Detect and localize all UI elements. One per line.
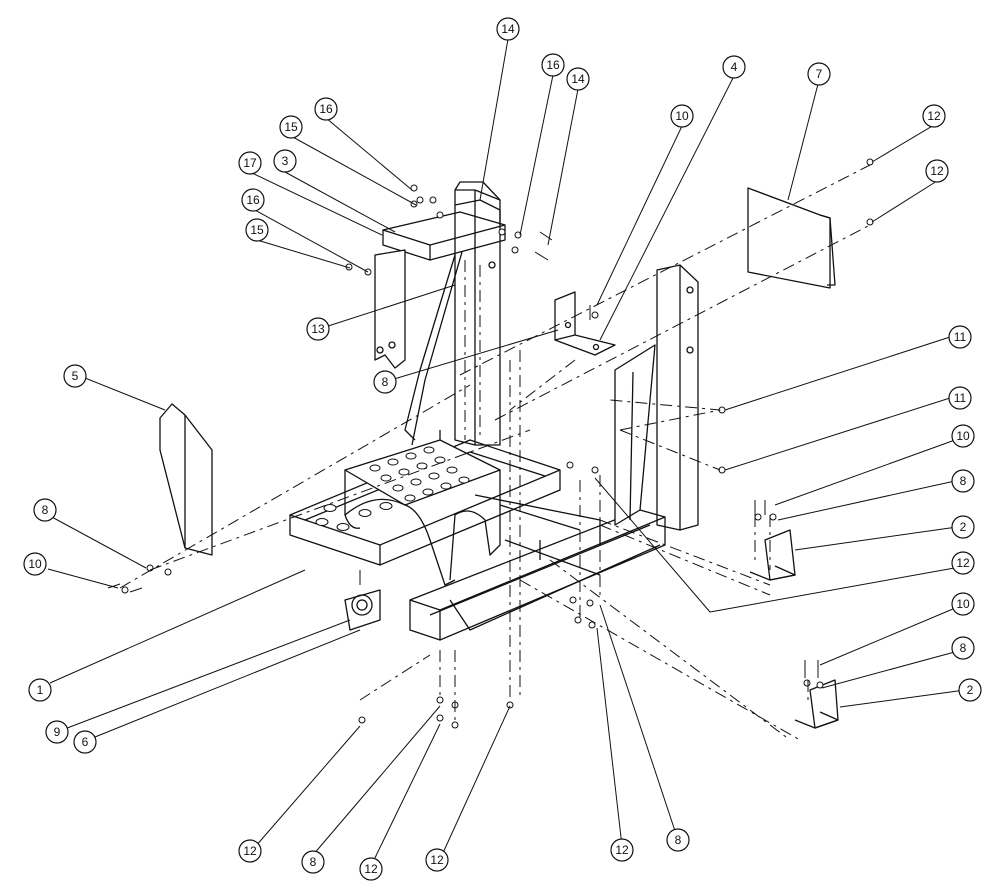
front-rail (409, 509, 666, 641)
leader-lines (47, 38, 966, 867)
callout-label-9: 9 (54, 725, 61, 739)
callout-circle-10c (23, 552, 47, 576)
callout-label-12a: 12 (927, 109, 941, 123)
callout-circle-11a (948, 325, 972, 349)
callout-circle-1 (28, 678, 52, 702)
panel-7 (747, 187, 836, 289)
callout-label-8b: 8 (960, 474, 967, 488)
callout-label-10c: 10 (28, 557, 42, 571)
callout-label-12e: 12 (364, 862, 378, 876)
callout-circle-8c (33, 498, 57, 522)
callout-label-10d: 10 (956, 597, 970, 611)
callout-circle-14b (566, 67, 590, 91)
bracket-2-upper (749, 529, 796, 581)
top-bracket (374, 199, 506, 446)
callout-label-2b: 2 (967, 683, 974, 697)
callout-label-16b: 16 (319, 102, 333, 116)
callout-label-12g: 12 (615, 843, 629, 857)
callout-label-8c: 8 (42, 503, 49, 517)
callout-circle-8b (951, 469, 975, 493)
callout-label-14a: 14 (501, 22, 515, 36)
callout-label-14b: 14 (571, 72, 585, 86)
callout-circle-10b (951, 424, 975, 448)
callout-label-8a: 8 (382, 375, 389, 389)
callout-circle-10d (951, 592, 975, 616)
callout-circle-10a (670, 104, 694, 128)
callout-label-15a: 15 (284, 120, 298, 134)
callout-label-17: 17 (243, 156, 257, 170)
callout-label-7: 7 (816, 67, 823, 81)
callout-label-15b: 15 (250, 223, 264, 237)
callout-circles (23, 17, 982, 881)
callout-circle-5 (63, 364, 87, 388)
right-post (656, 264, 699, 531)
callout-label-3: 3 (282, 154, 289, 168)
callout-circle-15b (245, 218, 269, 242)
callout-label-16a: 16 (546, 58, 560, 72)
callout-circle-2b (958, 678, 982, 702)
callout-label-12c: 12 (956, 556, 970, 570)
callout-label-11b: 11 (954, 391, 967, 405)
callout-circle-12a (922, 104, 946, 128)
callout-circle-4 (722, 55, 746, 79)
callout-label-4: 4 (731, 60, 738, 74)
bracket-4 (554, 291, 616, 356)
callout-circle-12d (238, 839, 262, 863)
inner-frame (474, 494, 601, 576)
callout-circle-12g (610, 838, 634, 862)
callout-label-11a: 11 (954, 330, 967, 344)
callout-circle-12f (425, 848, 449, 872)
step-platform (344, 430, 501, 586)
callout-circle-7 (807, 62, 831, 86)
callout-label-1: 1 (37, 683, 44, 697)
callout-label-13: 13 (311, 322, 325, 336)
callout-circle-12b (925, 159, 949, 183)
callout-circle-14a (496, 17, 520, 41)
callout-circle-13 (306, 317, 330, 341)
callout-label-8f: 8 (675, 833, 682, 847)
callout-label-5: 5 (72, 369, 79, 383)
callout-label-12d: 12 (243, 844, 257, 858)
callout-circle-16b (314, 97, 338, 121)
callout-circle-8f (666, 828, 690, 852)
callout-label-10a: 10 (675, 109, 689, 123)
callout-label-12f: 12 (430, 853, 444, 867)
base-tray (289, 439, 561, 566)
callout-label-8d: 8 (960, 641, 967, 655)
callout-circle-16a (541, 53, 565, 77)
assembly-lines (119, 164, 871, 741)
callout-circle-8e (301, 850, 325, 874)
callout-circle-8a (373, 370, 397, 394)
callout-circle-8d (951, 636, 975, 660)
fasteners (107, 158, 874, 729)
right-panel (614, 344, 656, 526)
callout-label-10b: 10 (956, 429, 970, 443)
callout-circle-17 (238, 151, 262, 175)
panel-5 (159, 403, 213, 556)
center-post (454, 181, 501, 446)
callout-labels: 14 16 14 4 7 12 16 10 15 17 3 12 16 15 1… (28, 22, 973, 876)
bracket-2-lower (794, 679, 839, 729)
callout-circle-16c (241, 188, 265, 212)
callout-circle-2a (951, 515, 975, 539)
callout-circle-12c (951, 551, 975, 575)
callout-label-16c: 16 (246, 193, 260, 207)
callout-circle-9 (45, 720, 69, 744)
callout-label-8e: 8 (310, 855, 317, 869)
callout-circle-3 (273, 149, 297, 173)
callout-label-2a: 2 (960, 520, 967, 534)
callout-label-12b: 12 (930, 164, 944, 178)
callout-label-6: 6 (82, 735, 89, 749)
callout-circle-6 (73, 730, 97, 754)
callout-circle-12e (359, 857, 383, 881)
motor-6 (344, 589, 381, 631)
callout-circle-15a (279, 115, 303, 139)
callout-circle-11b (948, 386, 972, 410)
